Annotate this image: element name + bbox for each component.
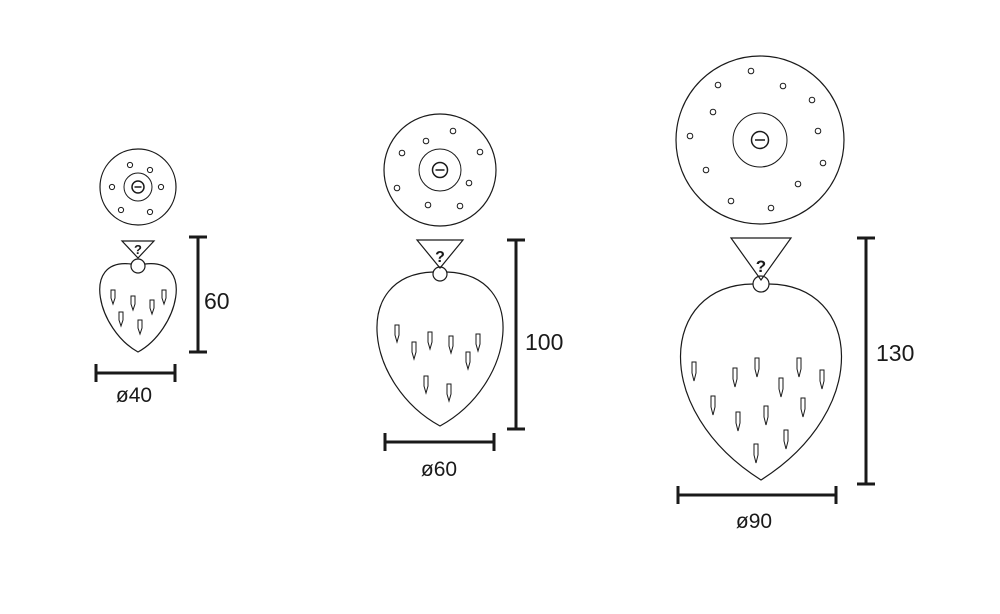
ceiling-canopy-small <box>99 148 177 226</box>
diameter-label-large: ø90 <box>736 510 772 533</box>
lamp-medium: ? 100 ø60 <box>376 113 563 481</box>
diameter-dimension-large <box>676 486 838 504</box>
ceiling-canopy-medium <box>383 113 497 227</box>
diameter-label-small: ø40 <box>116 384 152 407</box>
lamp-small: ? 60 ø40 <box>94 148 230 407</box>
height-dimension-medium <box>507 238 525 431</box>
height-dimension-large <box>857 236 875 486</box>
shade-medium: ? <box>376 239 504 427</box>
svg-text:?: ? <box>134 242 142 257</box>
height-label-small: 60 <box>204 288 230 314</box>
svg-text:?: ? <box>435 249 445 266</box>
diameter-label-medium: ø60 <box>421 458 457 481</box>
svg-text:?: ? <box>756 257 766 276</box>
diameter-dimension-small <box>94 364 177 382</box>
diameter-dimension-medium <box>383 433 496 451</box>
height-label-large: 130 <box>876 340 914 366</box>
height-dimension-small <box>189 235 207 354</box>
ceiling-canopy-large <box>675 55 845 225</box>
shade-large: ? <box>680 237 842 481</box>
lamp-large: ? 130 <box>675 55 914 533</box>
height-label-medium: 100 <box>525 329 563 355</box>
shade-small: ? <box>99 240 177 353</box>
